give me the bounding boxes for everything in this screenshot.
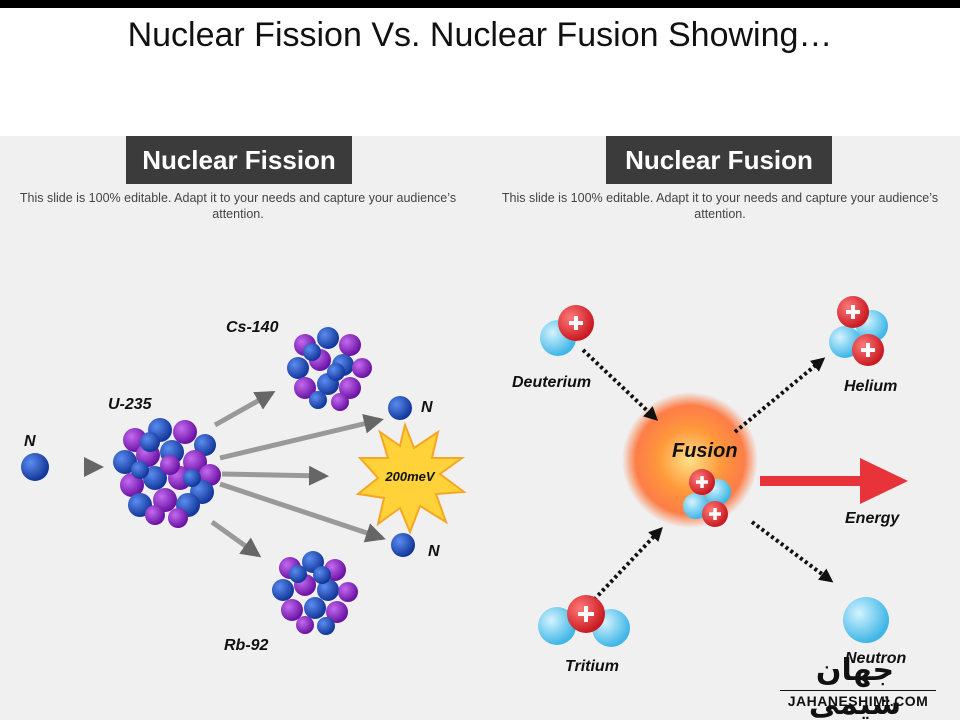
deuterium-atom	[540, 305, 594, 356]
label-neutron-out-1: N	[421, 399, 433, 416]
fusion-description: This slide is 100% editable. Adapt it to…	[501, 191, 939, 221]
fusion-nucleus	[683, 469, 731, 527]
uranium-nucleus	[113, 418, 221, 528]
label-tritium: Tritium	[565, 658, 619, 675]
fission-description: This slide is 100% editable. Adapt it to…	[19, 191, 457, 221]
watermark-logo-fa: جهان شیمی	[808, 653, 902, 720]
energy-arrow-head	[860, 458, 908, 504]
fusion-heading: Nuclear Fusion	[606, 136, 832, 184]
outgoing-neutron-1	[388, 396, 412, 420]
neutron-arrow	[750, 520, 834, 583]
label-fusion: Fusion	[672, 440, 738, 462]
fission-heading: Nuclear Fission	[126, 136, 352, 184]
arrow-to-rb92	[210, 519, 262, 558]
page-title: Nuclear Fission Vs. Nuclear Fusion Showi…	[127, 16, 833, 54]
incoming-neutron	[21, 453, 49, 481]
tritium-atom	[538, 595, 630, 647]
arrow-to-energy	[221, 465, 329, 486]
label-neutron: Neutron	[845, 650, 907, 667]
fusion-dotted-arrows	[581, 348, 834, 606]
fusion-neutron	[843, 597, 889, 643]
label-uranium: U-235	[108, 396, 153, 413]
helium-atom	[829, 296, 888, 366]
cesium-nucleus	[287, 327, 372, 411]
label-neutron-out-2: N	[428, 543, 440, 560]
tritium-arrow	[588, 526, 663, 606]
fission-arrows	[54, 390, 386, 558]
deuterium-arrow	[581, 348, 659, 421]
label-energy-burst: 200meV	[384, 469, 435, 484]
outgoing-neutron-2	[391, 533, 415, 557]
label-rubidium: Rb-92	[224, 637, 269, 654]
label-neutron-in: N	[24, 433, 36, 450]
top-bar	[0, 0, 960, 8]
arrow-to-neutron-1	[219, 413, 384, 461]
label-energy: Energy	[845, 510, 900, 527]
energy-burst-icon	[355, 421, 467, 535]
helium-arrow	[733, 357, 826, 434]
watermark-logo-en: JAHANESHIMI.COM	[780, 690, 936, 709]
rubidium-nucleus	[272, 551, 358, 635]
arrow-to-neutron-2	[219, 481, 386, 543]
label-deuterium: Deuterium	[512, 374, 591, 391]
label-helium: Helium	[844, 378, 897, 395]
label-cesium: Cs-140	[226, 319, 279, 336]
arrow-to-cs140	[213, 390, 276, 428]
